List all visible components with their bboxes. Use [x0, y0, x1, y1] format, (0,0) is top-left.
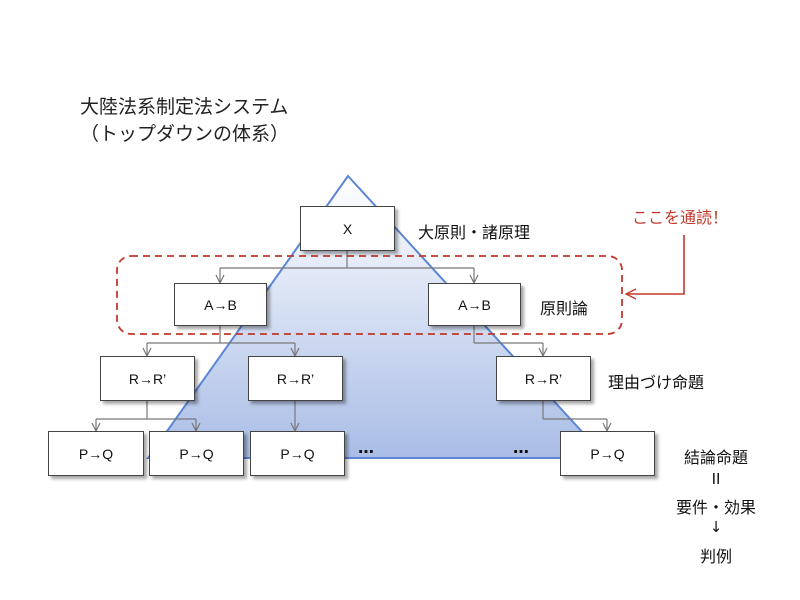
ellipsis-left: … [358, 438, 375, 457]
down-arrow-icon: ↓ [709, 518, 723, 536]
node-conclusion-1: P→Q [48, 431, 144, 476]
node-principle-right: A→B [428, 283, 521, 326]
node-reason-3: R→R’ [496, 356, 591, 401]
level-label-reason: 理由づけ命題 [608, 373, 705, 392]
requirement-effect-label: 要件・効果 [675, 498, 757, 517]
ellipsis-right: … [513, 438, 530, 457]
callout-text: ここを通読！ [632, 208, 729, 227]
title-line-1: 大陸法系制定法システム [80, 96, 289, 118]
callout-arrow [626, 235, 685, 294]
node-reason-2: R→R’ [248, 356, 343, 401]
level-label-principle: 原則論 [540, 299, 589, 318]
node-reason-1: R→R’ [100, 356, 195, 401]
precedent-label: 判例 [699, 547, 733, 566]
node-conclusion-2: P→Q [149, 431, 244, 476]
level-label-top: 大原則・諸原理 [418, 223, 531, 242]
node-principle-left: A→B [174, 283, 267, 326]
equals-sign: II [711, 470, 721, 488]
connectors [96, 251, 607, 431]
node-top: X [300, 206, 395, 251]
node-conclusion-3: P→Q [250, 431, 345, 476]
node-conclusion-4: P→Q [560, 431, 655, 476]
highlight-frame [116, 255, 623, 335]
title-line-2: （トップダウンの体系） [80, 123, 290, 145]
level-label-conclusion: 結論命題 [683, 448, 749, 467]
